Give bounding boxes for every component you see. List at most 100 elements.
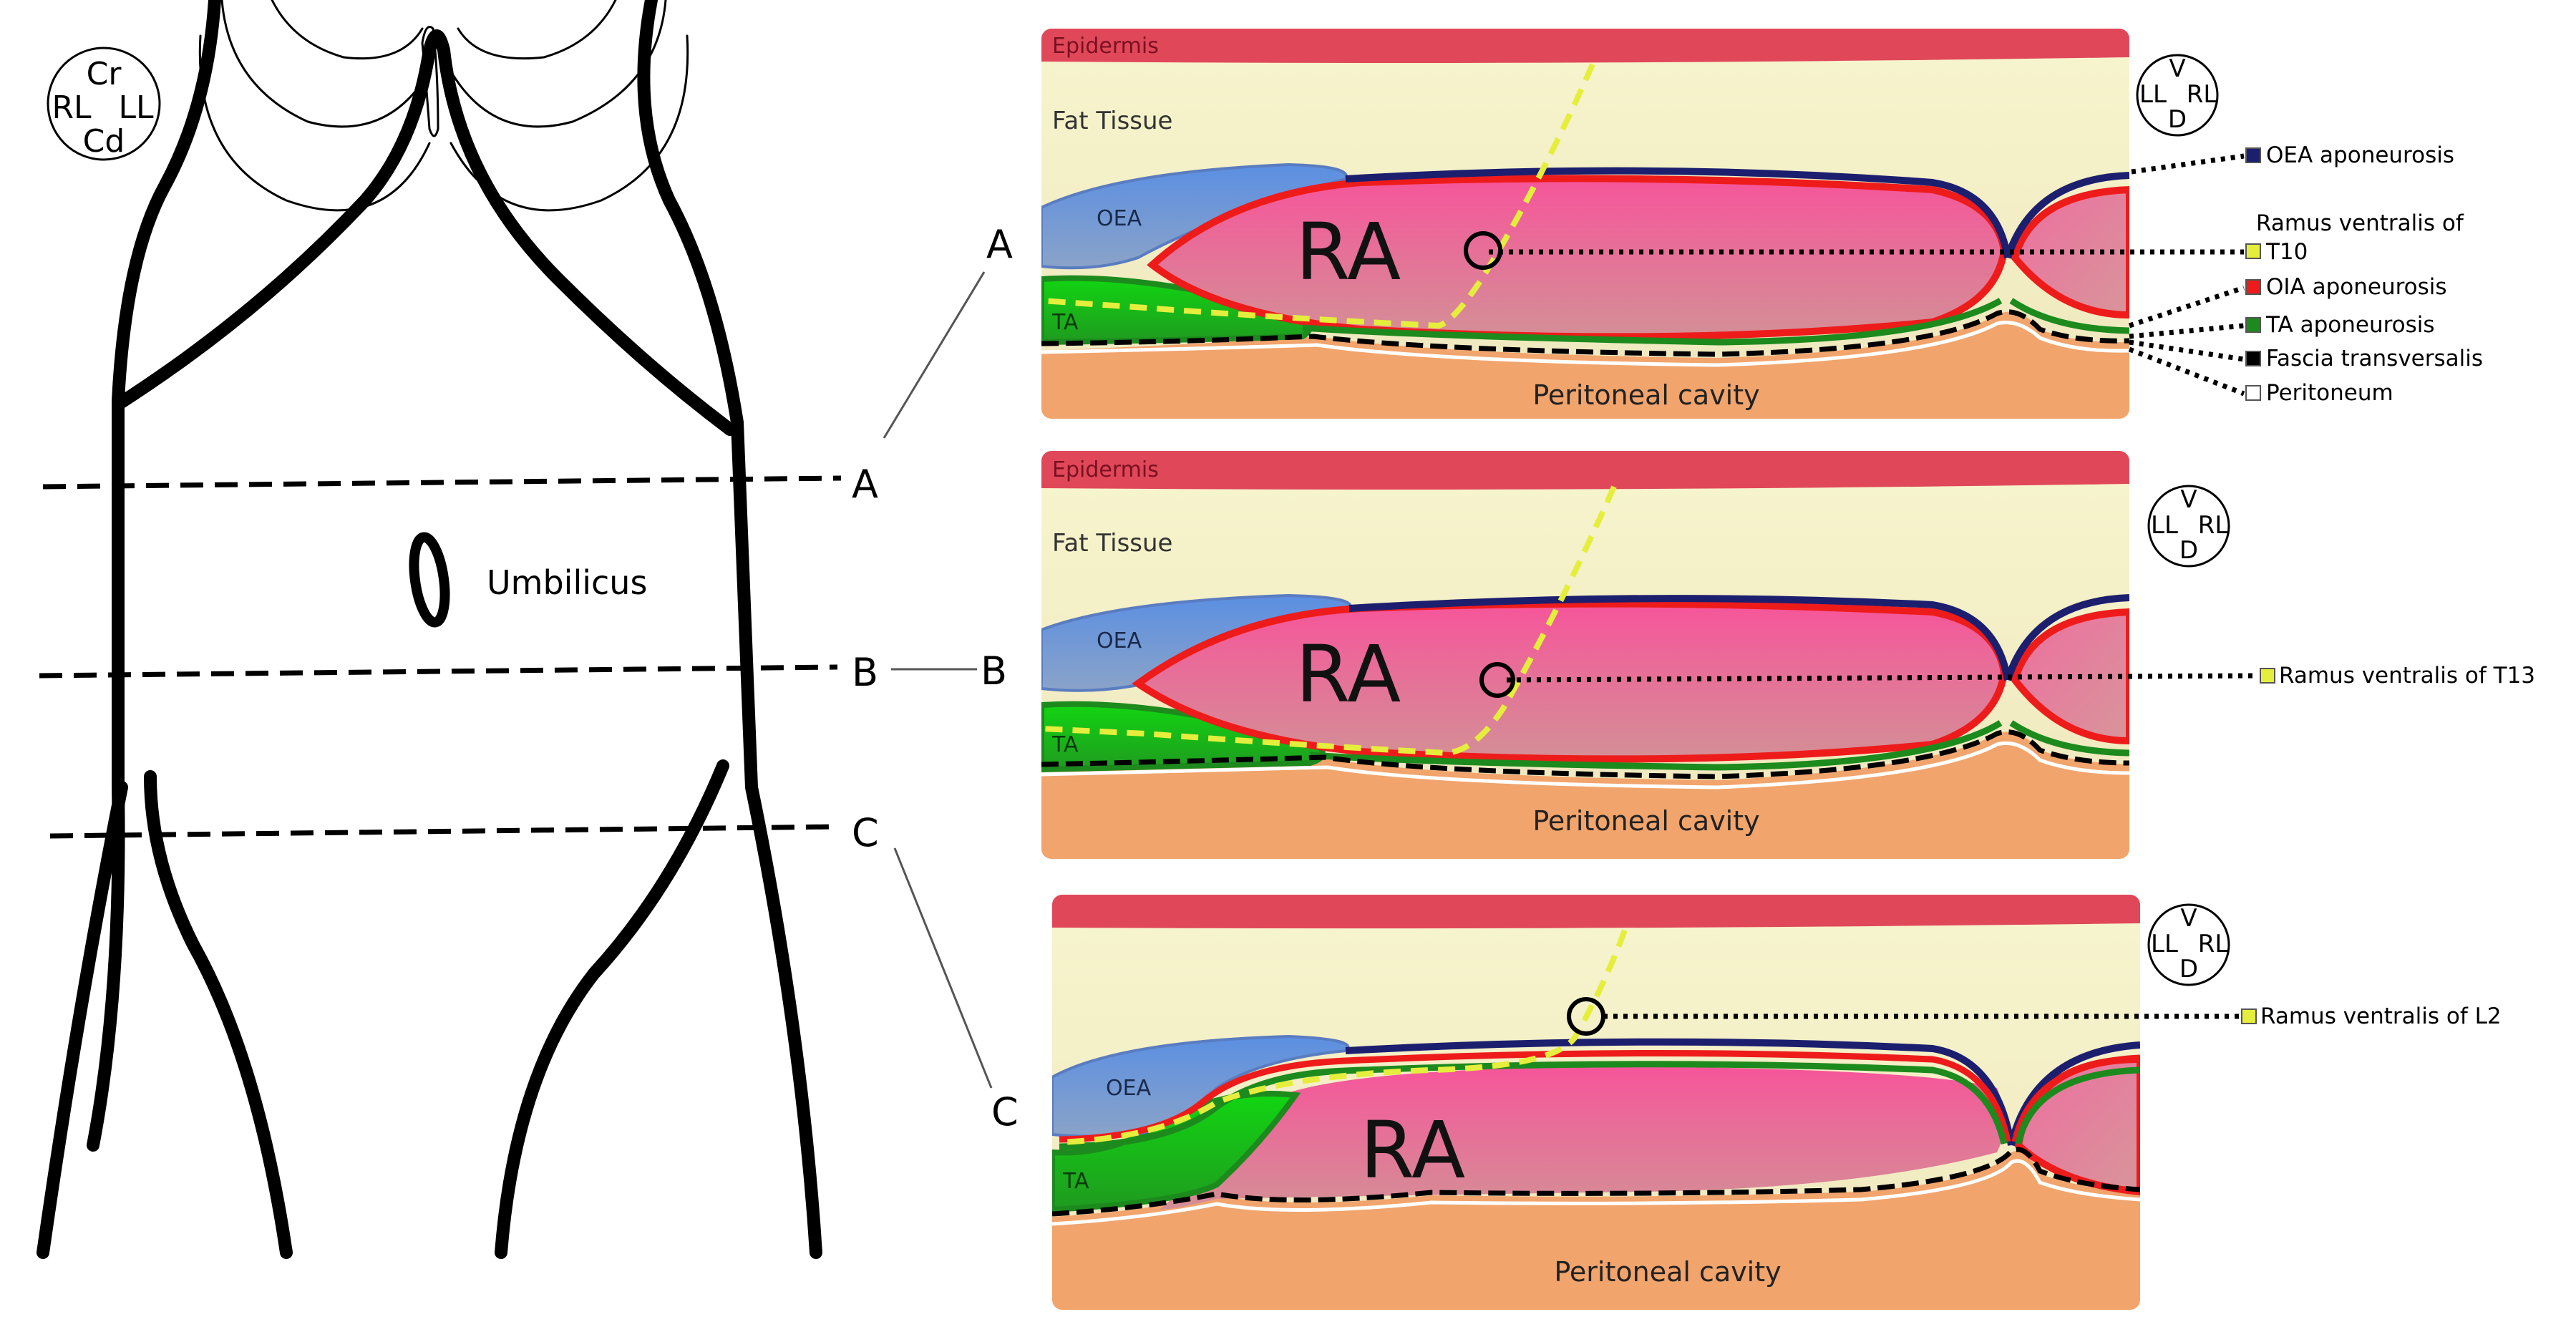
rib-line (449, 0, 667, 128)
leader-ta-aponeurosis (2129, 323, 2245, 339)
label-ta: TA (1051, 310, 1079, 335)
left-flank (87, 0, 221, 1152)
compass-right-lateral: RL (2198, 930, 2229, 958)
label-ra: RA (1296, 628, 1401, 720)
label-peritoneal-cavity: Peritoneal cavity (1532, 379, 1759, 411)
peritoneum (1041, 321, 2129, 367)
nerve-t10 (1041, 63, 1595, 329)
peritoneal-cavity (1052, 1151, 2140, 1310)
compass-dorsal: D (2179, 955, 2198, 983)
right-groin (495, 759, 729, 1259)
rib-line (457, 0, 617, 60)
compass-ventral: V (2169, 54, 2185, 83)
fascia-transversalis (1041, 309, 2129, 357)
left-groin (144, 770, 293, 1259)
umbilicus-label: Umbilicus (487, 563, 647, 602)
nerve-l2 (1059, 929, 1628, 1145)
costal-arch (112, 29, 737, 436)
label-peritoneal-cavity: Peritoneal cavity (1554, 1256, 1781, 1288)
swatch-nerve-t13 (2260, 668, 2275, 684)
leader-peritoneum (2128, 346, 2245, 397)
section-panel-a: Epidermis Fat Tissue OEA TA RA Peritonea… (1041, 29, 2129, 419)
legend-nerve-t10-line1: Ramus ventralis of (2256, 210, 2464, 236)
connector-c (893, 847, 993, 1089)
label-oea: OEA (1097, 206, 1142, 231)
rib-line (220, 0, 431, 128)
connector-lines (883, 271, 993, 1089)
ra-muscle (1160, 1066, 2004, 1210)
section-orientation-a: V LL RL D (2136, 54, 2219, 137)
legend-ta-aponeurosis: TA aponeurosis (2265, 312, 2435, 338)
cut-line-c-label: C (852, 810, 879, 855)
cut-line-a (42, 475, 842, 490)
cut-line-b-label: B (852, 650, 878, 695)
ta-aponeurosis (1309, 720, 2003, 771)
label-ra: RA (1360, 1104, 1465, 1196)
legend-fascia-transversalis: Fascia transversalis (2266, 346, 2483, 371)
label-ra: RA (1296, 206, 1401, 298)
nerve-t13 (1041, 485, 1617, 757)
legend-oea-aponeurosis: OEA aponeurosis (2266, 142, 2454, 168)
leader-oia-aponeurosis (2128, 285, 2245, 329)
compass-cranial: Cr (87, 56, 122, 92)
oia-aponeurosis (1059, 1049, 2011, 1143)
swatch-nerve-l2 (2241, 1008, 2257, 1024)
legend-oia-aponeurosis: OIA aponeurosis (2266, 274, 2447, 300)
label-ta: TA (1051, 732, 1079, 757)
label-epidermis: Epidermis (1052, 457, 1159, 482)
oea-aponeurosis (1345, 167, 2011, 258)
panel-a-letter: A (986, 222, 1013, 267)
label-oea: OEA (1106, 1076, 1152, 1101)
legend (1489, 153, 2245, 397)
label-nerve-t13: Ramus ventralis of T13 (2279, 663, 2535, 689)
oea-aponeurosis (1348, 595, 2011, 681)
section-panel-b: Epidermis Fat Tissue OEA TA RA Peritonea… (1041, 451, 2129, 859)
compass-left-lateral: LL (118, 89, 154, 126)
legend-nerve-t10-line2: T10 (2265, 239, 2308, 265)
compass-left-lateral: LL (2151, 511, 2178, 540)
compass-right-lateral: RL (2187, 80, 2217, 109)
swatch-fascia (2245, 351, 2261, 366)
ra-muscle (1147, 175, 2008, 341)
compass-ventral: V (2180, 904, 2197, 933)
label-fat-tissue: Fat Tissue (1052, 529, 1172, 558)
rib-line (198, 34, 431, 212)
swatch-nerve (2245, 243, 2261, 259)
section-panel-c: OEA TA RA Peritoneal cavity (1052, 895, 2140, 1310)
swatch-oea-aponeurosis (2245, 147, 2261, 163)
ra-muscle-contralateral (2011, 608, 2129, 745)
cut-line-a-label: A (852, 462, 878, 507)
section-orientation-c: V LL RL D (2147, 903, 2230, 986)
oea-aponeurosis (2004, 172, 2129, 259)
compass-right-lateral: RL (2198, 511, 2229, 540)
ta-aponeurosis (2009, 298, 2129, 334)
legend-peritoneum: Peritoneum (2266, 380, 2393, 406)
fascia-transversalis (1052, 1147, 2140, 1217)
compass-dorsal: D (2168, 105, 2187, 134)
left-hip (37, 781, 128, 1259)
oea-aponeurosis (1345, 1038, 2015, 1146)
swatch-peritoneum (2245, 385, 2261, 401)
leader-fascia (2129, 339, 2245, 362)
connector-a (883, 271, 986, 439)
label-oea: OEA (1097, 628, 1142, 653)
ta-muscle (1052, 1091, 1301, 1213)
epidermis (1041, 451, 2129, 490)
compass-left-lateral: LL (2151, 930, 2178, 958)
cut-line-c (49, 824, 838, 839)
label-epidermis: Epidermis (1052, 34, 1159, 59)
umbilicus (409, 532, 450, 628)
epidermis (1041, 29, 2129, 63)
legend-swatches (2245, 147, 2261, 401)
right-flank (637, 0, 822, 1259)
compass-caudal: Cd (83, 123, 125, 160)
compass-left-lateral: LL (2139, 80, 2167, 109)
leader-oea-aponeurosis (2131, 153, 2245, 175)
peritoneum (1041, 741, 2129, 789)
compass-right-lateral: RL (52, 89, 92, 126)
fascia-transversalis (1041, 729, 2129, 779)
compass-dorsal: D (2179, 536, 2198, 565)
ta-aponeurosis (1302, 298, 2003, 346)
body-orientation-compass: Cr RL LL Cd (47, 47, 161, 161)
panel-c-letter: C (991, 1089, 1019, 1134)
